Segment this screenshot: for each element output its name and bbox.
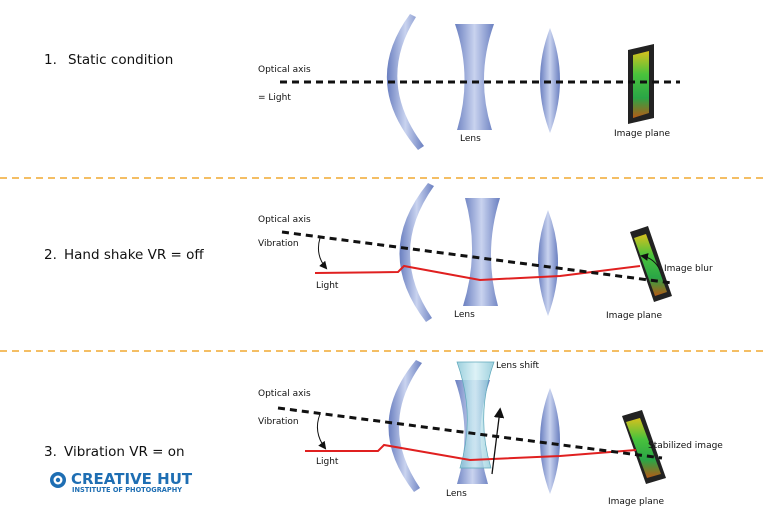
shifted-lens-3 [456, 361, 495, 469]
optical-axis-label-3: Optical axis [258, 389, 311, 399]
stabilized-image-label: Stabilized image [648, 441, 723, 451]
optical-axis-3 [277, 406, 663, 460]
creative-hut-logo: CREATIVE HUT INSTITUTE OF PHOTOGRAPHY [50, 470, 193, 494]
optical-axis-2 [281, 230, 673, 285]
lens-shift-label: Lens shift [496, 361, 540, 371]
logo-subtitle: INSTITUTE OF PHOTOGRAPHY [72, 486, 182, 494]
lens-shift-arrow [491, 407, 505, 475]
front-lens-1 [386, 14, 424, 150]
light-ray-3 [305, 443, 637, 462]
logo-name: CREATIVE HUT [71, 470, 193, 488]
front-lens-3 [388, 360, 422, 492]
image-plane-label-1: Image plane [614, 129, 670, 139]
image-sensor-1 [628, 44, 654, 124]
optical-axis-label-2: Optical axis [258, 215, 311, 225]
step-3-title: 3. Vibration VR = on [44, 444, 185, 460]
step-1-number: 1. [44, 52, 57, 68]
light-ray-2 [314, 264, 641, 282]
vibration-angle-arrow-3 [316, 413, 327, 450]
vibration-angle-arrow-2 [318, 237, 328, 270]
image-plane-label-3: Image plane [608, 497, 664, 507]
image-sensor-2 [630, 226, 672, 302]
vibration-label-2: Vibration [258, 239, 299, 249]
front-lens-2 [399, 183, 434, 322]
image-blur-arrow [640, 253, 661, 271]
light-label-2: Light [316, 281, 339, 291]
equals-light-label-1: = Light [258, 93, 291, 103]
panel-static: Optical axis = Light Lens Image plane [258, 14, 680, 150]
convex-lens-2 [538, 210, 558, 316]
image-sensor-3 [622, 410, 666, 484]
panel-shake: Optical axis Vibration Light Lens Image … [258, 183, 713, 322]
concave-lens-1 [455, 24, 494, 130]
vibration-label-3: Vibration [258, 417, 299, 427]
optical-axis-label-1: Optical axis [258, 65, 311, 75]
lens-label-2: Lens [454, 310, 475, 320]
step-3-text: Vibration VR = on [64, 444, 185, 460]
logo-camera-icon [50, 472, 66, 488]
step-2-number: 2. [44, 247, 57, 263]
panel-vr-on: Optical axis Vibration Light Lens Lens s… [258, 360, 723, 507]
lens-label-1: Lens [460, 134, 481, 144]
step-3-number: 3. [44, 444, 57, 460]
convex-lens-3 [540, 388, 560, 494]
image-blur-label: Image blur [664, 264, 713, 274]
lens-label-3: Lens [446, 489, 467, 499]
light-label-3: Light [316, 457, 339, 467]
image-plane-label-2: Image plane [606, 311, 662, 321]
concave-lens-2 [463, 198, 500, 306]
step-1-title: 1. Static condition [44, 52, 173, 68]
step-1-text: Static condition [68, 52, 173, 68]
step-2-text: Hand shake VR = off [64, 247, 204, 263]
step-2-title: 2. Hand shake VR = off [44, 247, 204, 263]
